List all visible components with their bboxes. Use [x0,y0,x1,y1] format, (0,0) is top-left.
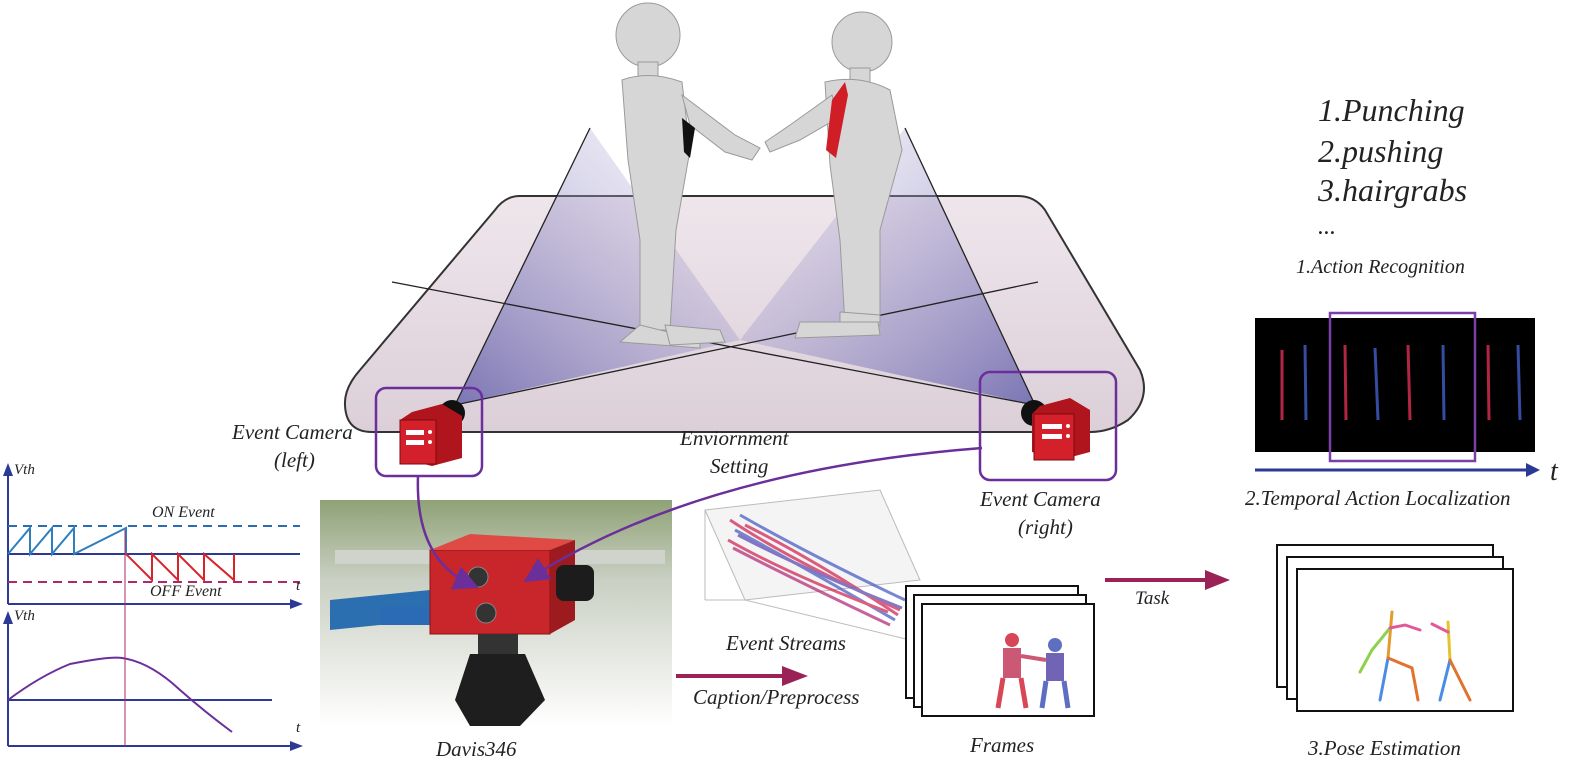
bottom-axis-x-label: t [296,720,301,736]
time-axis-label: t [1550,456,1558,487]
preprocess-label: Caption/Preprocess [693,685,860,709]
action-recognition-label: 1.Action Recognition [1296,256,1465,278]
davis346-photo [320,500,672,726]
top-axis-y-label: Vth [14,462,35,478]
camera-left-label: Event Camera [232,420,353,444]
environment-floor [343,127,1145,433]
signal-bottom [3,530,303,751]
environment-label: Enviornment [680,426,789,450]
event-camera-right-box [978,370,1118,482]
environment-sub: Setting [710,454,769,478]
camera-right-sub: (right) [1018,515,1073,539]
camera-left-sub: (left) [274,448,315,472]
frames-label: Frames [970,733,1035,757]
arrow-task [1105,570,1230,590]
action-item-3: 3.hairgrabs [1318,172,1468,208]
signal-top [3,463,303,609]
task-label: Task [1135,588,1170,609]
bottom-axis-y-label: Vth [14,608,35,624]
action-item-more: ... [1318,214,1336,240]
action-item-1: 1.Punching [1318,92,1465,128]
temporal-strip [1255,311,1540,477]
arrow-preprocess [676,666,808,686]
temporal-localization-label: 2.Temporal Action Localization [1245,486,1511,510]
event-streams-label: Event Streams [726,631,846,655]
figure-left [615,2,761,349]
on-event-label: ON Event [152,504,215,521]
davis346-label: Davis346 [436,737,517,761]
frames-stack [905,585,1095,717]
arrow-right-camera [523,446,983,583]
tie-right [826,82,848,158]
off-event-label: OFF Event [150,583,222,600]
tie-left [682,118,695,158]
top-axis-x-label: t [296,578,301,594]
action-item-2: 2.pushing [1318,133,1444,169]
pose-stack [1276,544,1514,712]
figure-right [764,11,903,339]
arrow-left-camera [416,475,479,590]
event-camera-left-box [374,386,484,478]
pose-estimation-label: 3.Pose Estimation [1308,736,1461,760]
camera-right-label: Event Camera [980,487,1101,511]
event-streams-plot [704,489,921,641]
